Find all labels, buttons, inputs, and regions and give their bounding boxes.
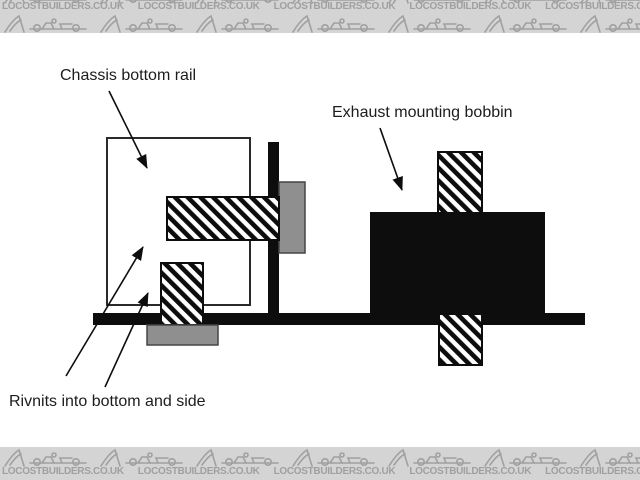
rivnit-arrow-side xyxy=(65,246,144,377)
car-icon xyxy=(2,15,90,33)
car-icon xyxy=(2,449,90,467)
rivnits-label: Rivnits into bottom and side xyxy=(9,393,206,410)
side-spacer xyxy=(278,181,306,254)
bobbin-stud-top xyxy=(437,151,483,214)
watermark-icon-row xyxy=(2,15,640,33)
watermark-text: LOCOSTBUILDERS.CO.UK xyxy=(273,466,396,477)
car-icon xyxy=(482,15,570,33)
watermark-text: LOCOSTBUILDERS.CO.UK xyxy=(137,1,260,12)
car-icon xyxy=(578,449,640,467)
car-icon xyxy=(98,15,186,33)
watermark-text: LOCOSTBUILDERS.CO.UK xyxy=(2,466,124,477)
side-bolt-hatched xyxy=(166,196,280,241)
watermark-text-row: LOCOSTBUILDERS.CO.UK LOCOSTBUILDERS.CO.U… xyxy=(2,466,640,478)
watermark-text: LOCOSTBUILDERS.CO.UK xyxy=(545,1,640,12)
car-icon xyxy=(290,449,378,467)
watermark-text-row: LOCOSTBUILDERS.CO.UK LOCOSTBUILDERS.CO.U… xyxy=(2,1,640,13)
watermark-band-top: LOCOSTBUILDERS.CO.UK LOCOSTBUILDERS.CO.U… xyxy=(0,0,640,33)
car-icon xyxy=(386,15,474,33)
bottom-spacer xyxy=(146,324,219,346)
car-icon xyxy=(578,15,640,33)
bobbin-label-arrow xyxy=(379,127,403,191)
car-icon xyxy=(482,449,570,467)
car-icon xyxy=(386,449,474,467)
watermark-text: LOCOSTBUILDERS.CO.UK xyxy=(2,1,124,12)
bottom-stud-hatched xyxy=(160,262,204,326)
bobbin-body xyxy=(370,212,545,313)
watermark-band-bottom: LOCOSTBUILDERS.CO.UK LOCOSTBUILDERS.CO.U… xyxy=(0,447,640,480)
watermark-text: LOCOSTBUILDERS.CO.UK xyxy=(545,466,640,477)
car-icon xyxy=(194,449,282,467)
car-icon xyxy=(194,15,282,33)
rivnit-arrow-bottom xyxy=(104,292,149,388)
watermark-text: LOCOSTBUILDERS.CO.UK xyxy=(137,466,260,477)
car-icon xyxy=(98,449,186,467)
watermark-text: LOCOSTBUILDERS.CO.UK xyxy=(409,1,532,12)
bobbin-stud-bottom xyxy=(438,313,483,366)
chassis-rail-label: Chassis bottom rail xyxy=(60,67,197,84)
watermark-text: LOCOSTBUILDERS.CO.UK xyxy=(409,466,532,477)
car-icon xyxy=(290,15,378,33)
watermark-text: LOCOSTBUILDERS.CO.UK xyxy=(273,1,396,12)
chassis-label-arrow xyxy=(108,90,148,169)
watermark-icon-row xyxy=(2,449,640,467)
bobbin-label: Exhaust mounting bobbin xyxy=(332,104,513,121)
